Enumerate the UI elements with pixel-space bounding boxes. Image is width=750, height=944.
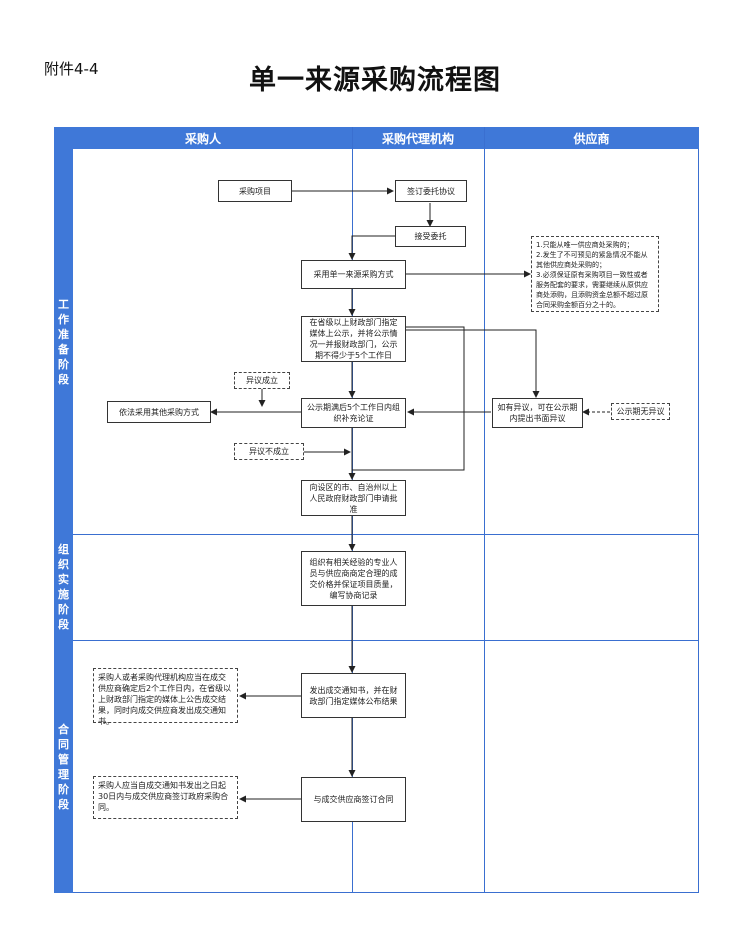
node-procurement-project: 采购项目: [218, 180, 292, 202]
stage-column: [54, 149, 73, 893]
node-accept-entrust: 接受委托: [395, 226, 466, 247]
node-publicity: 在省级以上财政部门指定媒体上公示，并将公示情况一并报财政部门，公示期不得少于5个…: [301, 316, 406, 362]
stage-contract-label: 合同管理阶段: [58, 722, 69, 811]
column-header-buyer: 采购人: [54, 127, 352, 149]
lane-divider-2: [484, 127, 485, 893]
route-no-objection: [352, 326, 465, 471]
node-supplier-objection: 如有异议，可在公示期内提出书面异议: [492, 398, 583, 428]
node-sign-agreement: 签订委托协议: [395, 180, 467, 202]
node-sign-contract: 与成交供应商签订合同: [301, 777, 406, 822]
stage-contract: 合同管理阶段: [54, 640, 73, 893]
node-other-method: 依法采用其他采购方式: [107, 401, 211, 423]
column-header-supplier: 供应商: [484, 127, 699, 149]
stage-implementation-label: 组织实施阶段: [58, 543, 69, 631]
note-no-objection: 公示期无异议: [611, 403, 670, 420]
stage-preparation: 工作准备阶段: [54, 149, 73, 534]
stage-divider-2: [73, 640, 699, 641]
stage-preparation-label: 工作准备阶段: [58, 297, 69, 386]
node-adopt-single-source: 采用单一来源采购方式: [301, 260, 406, 289]
arrow-accept-to-adopt: [348, 235, 395, 260]
node-negotiate: 组织有相关经验的专业人员与供应商商定合理的成交价格并保证项目质量，编写协商记录: [301, 551, 406, 606]
column-header-agency: 采购代理机构: [352, 127, 484, 149]
node-organize-review: 公示期满后5个工作日内组织补充论证: [301, 398, 406, 428]
stage-divider-1: [73, 534, 699, 535]
note-applicable-conditions: 1.只能从唯一供应商处采购的； 2.发生了不可预见的紧急情况不能从其他供应商处采…: [531, 236, 659, 312]
note-buyer-notice: 采购人或者采购代理机构应当在成交供应商确定后2个工作日内，在省级以上财政部门指定…: [93, 668, 238, 726]
stage-implementation: 组织实施阶段: [54, 534, 73, 640]
arrow-publicity-to-objection: [406, 329, 540, 398]
node-issue-notice: 发出成交通知书，并在财政部门指定媒体公布结果: [301, 673, 406, 718]
note-objection-invalid: 异议不成立: [234, 443, 304, 460]
node-apply-approval: 向设区的市、自治州以上人民政府财政部门申请批准: [301, 480, 406, 516]
attachment-label: 附件4-4: [44, 60, 99, 78]
note-objection-valid: 异议成立: [234, 372, 290, 389]
page-title: 单一来源采购流程图: [249, 65, 501, 96]
note-contract-deadline: 采购人应当自成交通知书发出之日起30日内与成交供应商签订政府采购合同。: [93, 776, 238, 819]
